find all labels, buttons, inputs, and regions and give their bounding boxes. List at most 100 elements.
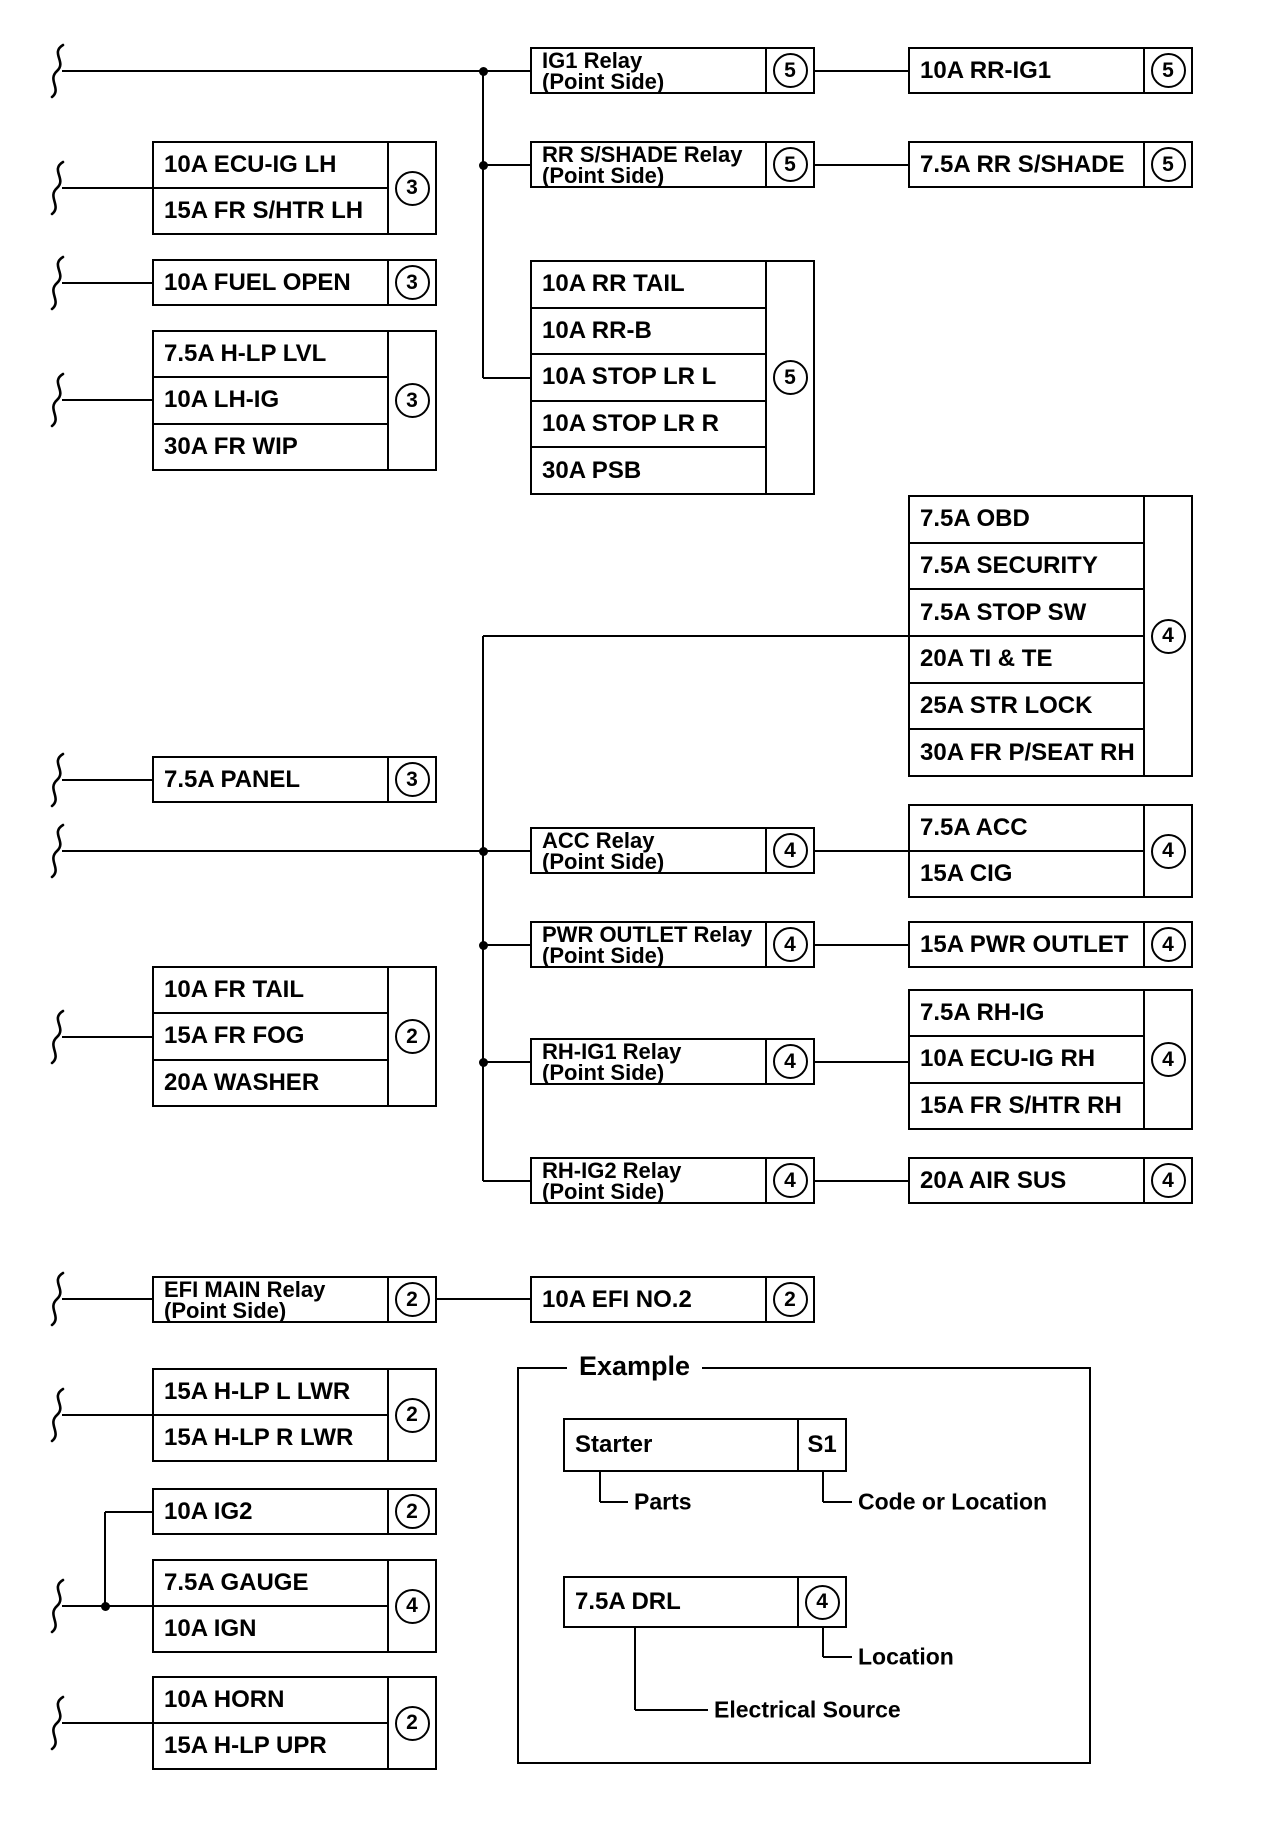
- fuse-label: 10A RR-IG1: [920, 56, 1052, 84]
- code-cell: S1: [799, 1420, 845, 1470]
- relay-label: RH-IG1 Relay(Point Side): [532, 1040, 765, 1083]
- wire-segment: [482, 71, 484, 378]
- wire-segment: [62, 1722, 152, 1724]
- label-cell: 15A PWR OUTLET: [910, 923, 1145, 966]
- location-circle: 3: [394, 383, 430, 418]
- callout-label-parts: Parts: [634, 1488, 692, 1515]
- fuse-label: 7.5A SECURITY: [920, 552, 1098, 579]
- fuse-row: 7.5A RH-IG: [910, 991, 1143, 1035]
- fuse-label: 30A FR WIP: [164, 432, 298, 460]
- location-code-cell: 3: [389, 332, 435, 469]
- fuse-row: 15A H-LP L LWR: [154, 1370, 387, 1414]
- fuse-row: 10A HORN: [154, 1678, 387, 1722]
- label-cell: RR S/SHADE Relay(Point Side): [532, 143, 767, 186]
- example-row: 7.5A DRL: [565, 1578, 797, 1626]
- fuse-row: 10A EFI NO.2: [532, 1278, 765, 1321]
- wire-squiggle-icon: [44, 1386, 70, 1444]
- fuse-label: 20A AIR SUS: [920, 1166, 1067, 1194]
- wire-squiggle-icon: [44, 159, 70, 217]
- example-part-label: Starter: [575, 1431, 653, 1458]
- label-cell: 7.5A RR S/SHADE: [910, 143, 1145, 186]
- fuse-label: 10A RR-B: [542, 316, 652, 344]
- wire-segment: [62, 1414, 152, 1416]
- callout-label-electrical-source: Electrical Source: [714, 1696, 901, 1723]
- label-cell: Starter: [565, 1420, 800, 1470]
- location-code-cell: 2: [389, 1490, 435, 1533]
- junction-dot: [100, 1601, 110, 1611]
- fuse-label: 7.5A STOP SW: [920, 598, 1087, 626]
- fuse-row: 10A LH-IG: [154, 376, 387, 422]
- junction-dot: [478, 846, 488, 856]
- fuse-row: 7.5A STOP SW: [910, 588, 1143, 635]
- fuse-row: 7.5A OBD: [910, 497, 1143, 542]
- wire-segment: [483, 1180, 530, 1182]
- wire-segment: [482, 636, 484, 1181]
- fuse-label: 7.5A ACC: [920, 814, 1028, 841]
- callout-line: [634, 1628, 636, 1710]
- fuse-row: 20A WASHER: [154, 1058, 387, 1105]
- location-circle: 4: [394, 1588, 430, 1624]
- callout-line: [635, 1709, 708, 1711]
- fuse-label: 7.5A GAUGE: [164, 1569, 309, 1596]
- fuse-row: 10A IGN: [154, 1605, 387, 1651]
- fuse-row: 10A STOP LR R: [532, 399, 765, 447]
- fuse-label: 7.5A RH-IG: [920, 999, 1045, 1027]
- fuse-row: 15A FR FOG: [154, 1012, 387, 1058]
- wire-segment: [483, 164, 530, 166]
- callout-line: [822, 1472, 824, 1502]
- wire-squiggle-icon: [44, 1008, 70, 1066]
- fuse-label: 10A RR TAIL: [542, 270, 685, 298]
- location-circle: 5: [772, 53, 808, 88]
- code-label: S1: [807, 1431, 837, 1458]
- wire-segment: [815, 1180, 908, 1182]
- location-code-cell: 5: [767, 262, 813, 493]
- fuse-label: 10A ECU-IG RH: [920, 1045, 1096, 1073]
- fuse-row: 30A FR WIP: [154, 422, 387, 469]
- example-box-starter: Starter S1: [563, 1418, 847, 1472]
- label-cell: 7.5A DRL: [565, 1578, 800, 1626]
- wire-segment: [62, 1298, 152, 1300]
- fuse-row: 10A IG2: [154, 1490, 387, 1533]
- relay-box-efi-main-relay: EFI MAIN Relay(Point Side)2: [152, 1276, 437, 1323]
- callout-label-code-or-location: Code or Location: [858, 1488, 1048, 1515]
- relay-side-note: (Point Side): [542, 1059, 665, 1085]
- fuse-box-air-sus: 20A AIR SUS 4: [908, 1157, 1193, 1204]
- relay-side-note: (Point Side): [542, 1178, 665, 1204]
- fuse-row: 10A RR TAIL: [532, 262, 765, 307]
- location-circle: 4: [1150, 1163, 1186, 1198]
- location-circle: 4: [772, 927, 808, 962]
- location-circle: 5: [772, 360, 808, 395]
- relay-box-rh-ig1-relay: RH-IG1 Relay(Point Side)4: [530, 1038, 815, 1085]
- fuse-label: 15A PWR OUTLET: [920, 930, 1129, 958]
- relay-name: RR S/SHADE Relay: [542, 141, 743, 167]
- relay-label: EFI MAIN Relay(Point Side): [154, 1278, 387, 1321]
- callout-line: [823, 1656, 852, 1658]
- wire-segment: [104, 1512, 106, 1606]
- fuse-label: 10A STOP LR R: [542, 410, 719, 438]
- label-cell: 10A IG2: [154, 1490, 389, 1533]
- junction-dot: [478, 160, 488, 170]
- location-circle: 5: [772, 147, 808, 182]
- location-code-cell: 4: [389, 1561, 435, 1651]
- fuse-box-rh-ig-block: 7.5A RH-IG 10A ECU-IG RH 15A FR S/HTR RH 4: [908, 989, 1193, 1130]
- label-cell: EFI MAIN Relay(Point Side): [154, 1278, 389, 1321]
- fuse-row: 15A FR S/HTR RH: [910, 1081, 1143, 1128]
- location-code-cell: 4: [767, 1159, 813, 1202]
- location-code-cell: 4: [1145, 991, 1191, 1128]
- location-circle: 2: [772, 1282, 808, 1317]
- fuse-row: 7.5A SECURITY: [910, 541, 1143, 589]
- relay-name: RH-IG1 Relay: [542, 1038, 682, 1064]
- code-cell: 4: [799, 1578, 845, 1626]
- relay-side-note: (Point Side): [542, 942, 665, 968]
- relay-box-rh-ig2-relay: RH-IG2 Relay(Point Side)4: [530, 1157, 815, 1204]
- label-cell: 7.5A GAUGE 10A IGN: [154, 1561, 389, 1651]
- fuse-label: 15A FR S/HTR RH: [920, 1091, 1122, 1119]
- wire-segment: [815, 164, 908, 166]
